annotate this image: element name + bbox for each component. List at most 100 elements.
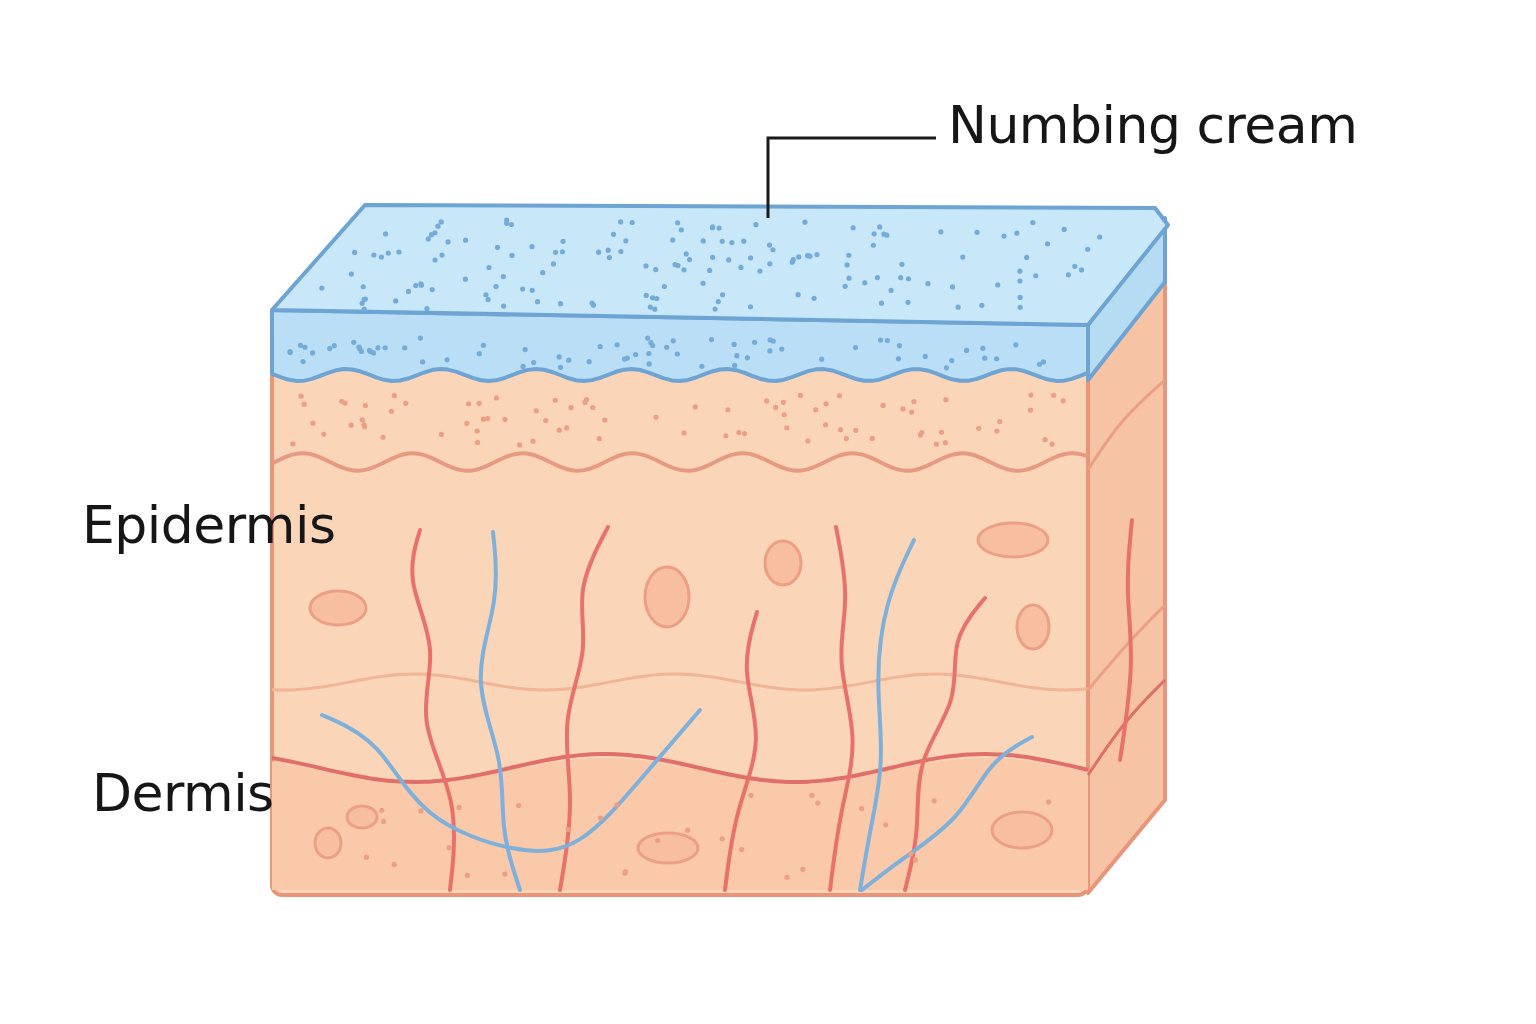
texture-dot xyxy=(995,282,1000,287)
texture-dot xyxy=(913,857,918,862)
texture-dot xyxy=(648,304,653,309)
texture-dot xyxy=(938,229,943,234)
texture-dot xyxy=(726,257,731,262)
texture-dot xyxy=(432,257,437,262)
texture-dot xyxy=(360,417,365,422)
texture-dot xyxy=(934,442,939,447)
texture-dot xyxy=(732,363,737,368)
texture-dot xyxy=(932,798,937,803)
callout-label: Numbing cream xyxy=(948,94,1357,156)
texture-dot xyxy=(402,345,407,350)
texture-dot xyxy=(846,276,851,281)
texture-dot xyxy=(418,808,423,813)
texture-dot xyxy=(701,238,706,243)
texture-dot xyxy=(655,838,660,843)
texture-dot xyxy=(1030,220,1035,225)
texture-dot xyxy=(647,361,652,366)
texture-dot xyxy=(685,828,690,833)
texture-dot xyxy=(814,252,819,257)
texture-dot xyxy=(925,281,930,286)
skin-cell xyxy=(992,812,1052,848)
texture-dot xyxy=(1045,241,1050,246)
texture-dot xyxy=(477,351,482,356)
texture-dot xyxy=(424,306,429,311)
texture-dot xyxy=(908,851,913,856)
texture-dot xyxy=(516,803,521,808)
texture-dot xyxy=(463,238,468,243)
texture-dot xyxy=(590,405,595,410)
texture-dot xyxy=(748,304,753,309)
texture-dot xyxy=(773,405,778,410)
texture-dot xyxy=(339,399,344,404)
texture-dot xyxy=(465,873,470,878)
texture-dot xyxy=(493,284,498,289)
texture-dot xyxy=(939,430,944,435)
texture-dot xyxy=(553,250,558,255)
texture-dot xyxy=(918,432,923,437)
texture-dot xyxy=(870,436,875,441)
texture-dot xyxy=(974,230,979,235)
texture-dot xyxy=(432,230,437,235)
texture-dot xyxy=(439,219,444,224)
texture-dot xyxy=(477,401,482,406)
texture-dot xyxy=(811,296,816,301)
texture-dot xyxy=(670,237,675,242)
texture-dot xyxy=(720,239,725,244)
texture-dot xyxy=(681,267,686,272)
texture-dot xyxy=(517,442,522,447)
texture-dot xyxy=(700,281,705,286)
texture-dot xyxy=(445,357,450,362)
texture-dot xyxy=(475,429,480,434)
texture-dot xyxy=(813,407,818,412)
texture-dot xyxy=(716,299,721,304)
skin-cell xyxy=(315,828,341,858)
texture-dot xyxy=(495,245,500,250)
texture-dot xyxy=(1013,342,1018,347)
texture-dot xyxy=(486,265,491,270)
texture-dot xyxy=(650,295,655,300)
texture-dot xyxy=(1051,393,1056,398)
texture-dot xyxy=(653,267,658,272)
texture-dot xyxy=(1001,233,1006,238)
texture-dot xyxy=(393,298,398,303)
texture-dot xyxy=(430,287,435,292)
texture-dot xyxy=(396,249,401,254)
texture-dot xyxy=(753,222,758,227)
texture-dot xyxy=(483,292,488,297)
texture-dot xyxy=(363,403,368,408)
texture-dot xyxy=(1033,273,1038,278)
texture-dot xyxy=(379,808,384,813)
texture-dot xyxy=(883,822,888,827)
texture-dot xyxy=(557,428,562,433)
texture-dot xyxy=(877,224,882,229)
texture-dot xyxy=(843,284,848,289)
texture-dot xyxy=(1079,267,1084,272)
texture-dot xyxy=(439,253,444,258)
texture-dot xyxy=(732,342,737,347)
texture-dot xyxy=(530,439,535,444)
texture-dot xyxy=(844,436,849,441)
texture-dot xyxy=(383,345,388,350)
texture-dot xyxy=(644,293,649,298)
texture-dot xyxy=(509,222,514,227)
texture-dot xyxy=(681,430,686,435)
texture-dot xyxy=(310,350,315,355)
texture-dot xyxy=(862,280,867,285)
texture-dot xyxy=(389,409,394,414)
texture-dot xyxy=(564,425,569,430)
texture-dot xyxy=(287,349,292,354)
texture-dot xyxy=(675,220,680,225)
texture-dot xyxy=(327,346,332,351)
texture-dot xyxy=(664,345,669,350)
vessel xyxy=(860,540,914,890)
vessel xyxy=(412,530,454,890)
vessel xyxy=(830,527,853,890)
texture-dot xyxy=(979,303,984,308)
texture-dot xyxy=(606,248,611,253)
texture-dot xyxy=(802,220,807,225)
texture-dot xyxy=(800,867,805,872)
texture-dot xyxy=(633,352,638,357)
texture-dot xyxy=(426,236,431,241)
texture-dot xyxy=(1028,408,1033,413)
skin-cell xyxy=(765,541,801,585)
